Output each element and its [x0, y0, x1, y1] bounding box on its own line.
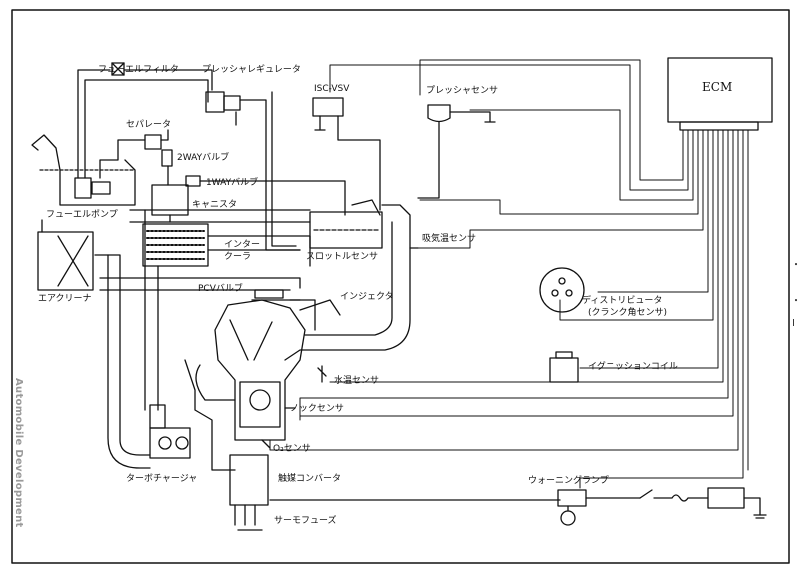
exhaust-manifold-icon — [184, 359, 236, 471]
two-way-valve-icon — [161, 149, 173, 167]
label-fuel-filter: フューエルフィルタ — [98, 65, 179, 75]
catalytic-converter-icon — [229, 454, 269, 531]
intake-ducts — [99, 209, 311, 291]
warning-lamp-relay — [557, 489, 587, 507]
separator-icon — [99, 129, 169, 179]
fuel-filter-icon — [111, 62, 125, 76]
edge-mark-3: I — [792, 318, 795, 329]
o2-sensor-icon — [261, 439, 271, 449]
label-pcv-valve: PCVバルブ — [198, 284, 243, 294]
label-isc-vsv: ISC-VSV — [314, 84, 350, 94]
label-injector: インジェクタ — [340, 292, 394, 302]
diagram-frame — [11, 9, 790, 564]
label-o2-sensor: O₂センサ — [273, 444, 311, 454]
fuel-pump-icon — [74, 177, 92, 199]
label-crank-sensor: (クランク角センサ) — [588, 308, 668, 318]
label-intake-temp-sensor: 吸気温センサ — [422, 234, 477, 244]
water-temp-sensor-icon — [317, 365, 327, 383]
fuel-tank — [31, 134, 136, 206]
air-cleaner-icon — [37, 219, 94, 291]
warning-lamp-icon — [560, 510, 576, 526]
label-fuel-pump: フューエルポンプ — [46, 210, 118, 220]
label-two-way-valve: 2WAYバルブ — [177, 153, 230, 163]
edge-mark-1: ・ — [791, 260, 800, 271]
intake-pipe — [94, 254, 151, 456]
label-throttle-sensor: スロットルセンサ — [306, 252, 379, 262]
label-catalytic-converter: 触媒コンバータ — [278, 474, 342, 484]
ecm-wiring-harness — [269, 59, 749, 489]
label-ignition-coil: イグニッションコイル — [588, 362, 678, 372]
edge-mark-2: ・ — [791, 296, 800, 307]
turbocharger-icon — [149, 404, 191, 459]
label-thermo-fuse: サーモフューズ — [274, 516, 337, 526]
label-air-cleaner: エアクリーナ — [38, 294, 92, 304]
label-turbocharger: ターボチャージャ — [126, 474, 198, 484]
throttle-body-icon — [309, 199, 383, 249]
battery-icon — [707, 487, 745, 509]
isc-vsv-icon — [312, 97, 381, 211]
distributor-icon — [539, 267, 585, 313]
label-one-way-valve: 1WAYバルブ — [206, 178, 259, 188]
engine-block-icon — [214, 289, 341, 441]
label-separator: セパレータ — [126, 120, 172, 130]
watermark: Automobile Development — [13, 378, 24, 528]
intercooler-icon — [142, 223, 209, 267]
label-intercooler-line2: クーラ — [224, 252, 252, 262]
label-canister: キャニスタ — [192, 200, 238, 210]
label-pressure-sensor: プレッシャセンサ — [426, 86, 499, 96]
pressure-sensor-icon — [417, 104, 496, 199]
one-way-valve-icon — [185, 175, 346, 216]
ignition-coil-icon — [549, 351, 579, 383]
label-distributor: ディストリビュータ — [582, 296, 663, 306]
label-pressure-regulator: プレッシャレギュレータ — [202, 65, 301, 75]
label-intercooler-line1: インター — [224, 240, 261, 250]
warning-lamp-circuit — [269, 487, 767, 526]
label-warning-lamp: ウォーニングランプ — [528, 476, 609, 486]
intake-manifold-icon — [284, 204, 411, 361]
pressure-regulator-icon — [205, 91, 241, 126]
label-knock-sensor: ノックセンサ — [290, 404, 344, 414]
ecm-label: ECM — [702, 80, 733, 94]
label-water-temp-sensor: 水温センサ — [334, 376, 380, 386]
